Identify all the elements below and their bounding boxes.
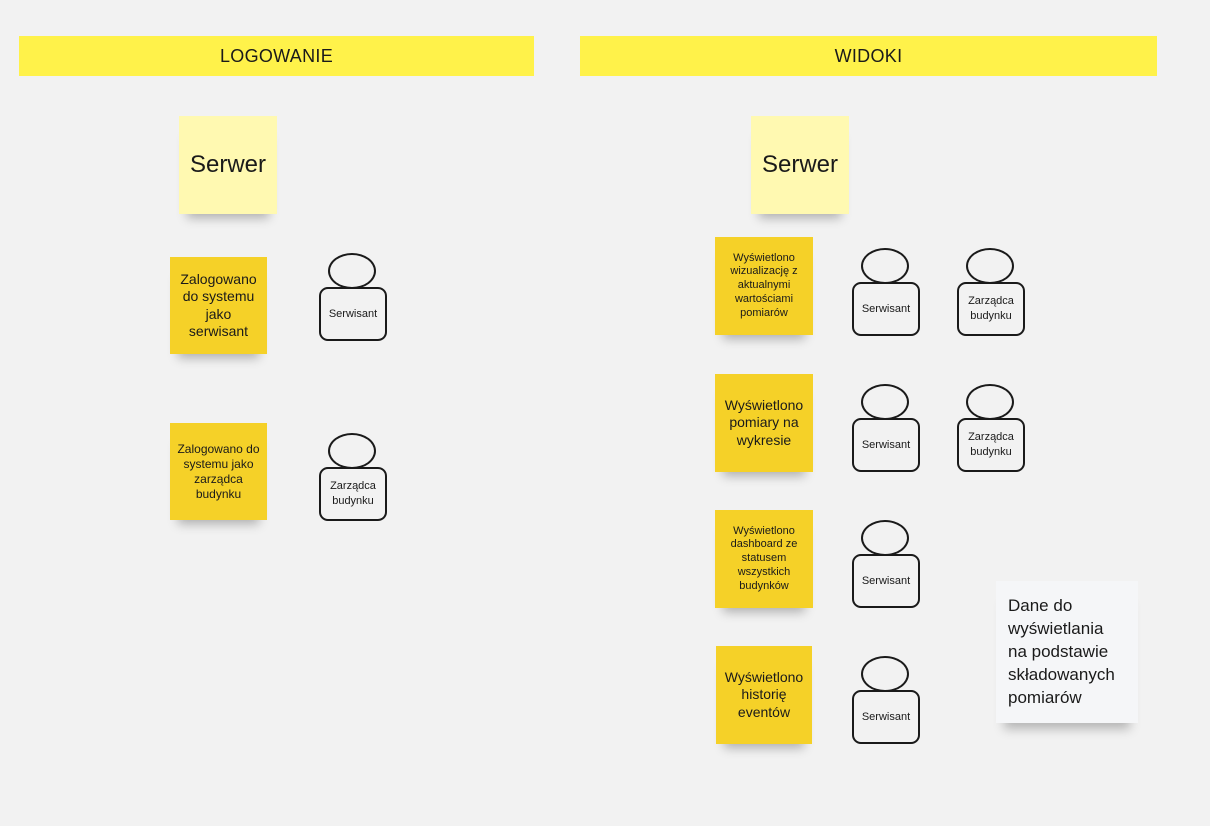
server-note-widoki[interactable]: Serwer [751,116,849,214]
section-header-label: WIDOKI [834,45,903,66]
section-header-label: LOGOWANIE [219,45,334,66]
actor-body: Serwisant [852,554,920,608]
actor-head-icon [861,520,909,556]
actor-body: Serwisant [852,282,920,336]
server-note-logowanie[interactable]: Serwer [179,116,277,214]
section-header-widoki[interactable]: WIDOKI [580,36,1157,76]
actor-zarzadca-budynku[interactable]: Zarządca budynku [957,384,1025,480]
actor-head-icon [966,248,1014,284]
event-note-history[interactable]: Wyświetlono historię eventów [716,646,812,744]
actor-serwisant[interactable]: Serwisant [852,384,920,480]
event-note-logged-in-serwisant[interactable]: Zalogowano do systemu jako serwisant [170,257,267,354]
event-note-logged-in-zarzadca[interactable]: Zalogowano do systemu jako zarządca budy… [170,423,267,520]
actor-serwisant[interactable]: Serwisant [852,656,920,752]
actor-body: Serwisant [852,418,920,472]
comment-note[interactable]: Dane do wyświetlania na podstawie składo… [996,581,1138,723]
actor-head-icon [328,253,376,289]
actor-zarzadca-budynku[interactable]: Zarządca budynku [319,433,387,529]
actor-serwisant[interactable]: Serwisant [852,520,920,616]
actor-head-icon [861,384,909,420]
actor-body: Zarządca budynku [319,467,387,521]
actor-head-icon [861,656,909,692]
actor-head-icon [328,433,376,469]
actor-serwisant[interactable]: Serwisant [852,248,920,344]
event-note-visualization[interactable]: Wyświetlono wizualizację z aktualnymi wa… [715,237,813,335]
actor-zarzadca-budynku[interactable]: Zarządca budynku [957,248,1025,344]
actor-body: Serwisant [319,287,387,341]
event-note-chart[interactable]: Wyświetlono pomiary na wykresie [715,374,813,472]
actor-body: Zarządca budynku [957,282,1025,336]
section-header-logowanie[interactable]: LOGOWANIE [19,36,534,76]
actor-serwisant[interactable]: Serwisant [319,253,387,349]
actor-head-icon [861,248,909,284]
event-note-dashboard[interactable]: Wyświetlono dashboard ze statusem wszyst… [715,510,813,608]
actor-body: Serwisant [852,690,920,744]
actor-head-icon [966,384,1014,420]
actor-body: Zarządca budynku [957,418,1025,472]
